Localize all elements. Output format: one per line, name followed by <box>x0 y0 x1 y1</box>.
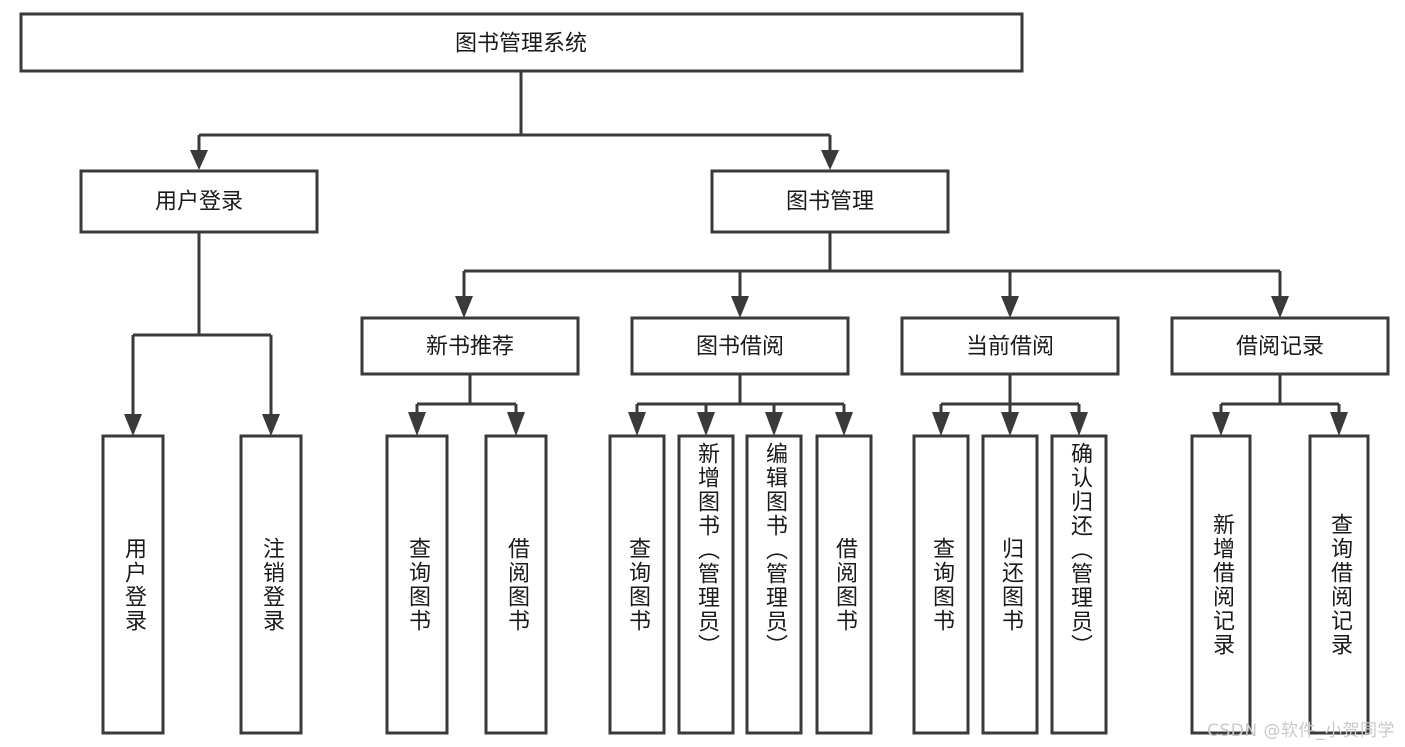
node-borrow-record[interactable]: 借阅记录 <box>1170 316 1390 376</box>
arrow-head-icon <box>1001 412 1019 436</box>
arrow-head-icon <box>1212 412 1230 436</box>
leaf-user-logout-box[interactable] <box>239 434 303 735</box>
arrow-head-icon <box>821 150 839 170</box>
node-book-borrow[interactable]: 图书借阅 <box>630 316 850 376</box>
leaf-borrow-book-2-box[interactable] <box>815 434 873 735</box>
node-new-book-rec[interactable]: 新书推荐 <box>360 316 580 376</box>
arrow-head-icon <box>455 296 473 318</box>
arrow-head-icon <box>1330 412 1348 436</box>
node-book-manage-label: 图书管理 <box>786 190 874 215</box>
leaf-add-record-box[interactable] <box>1190 434 1252 735</box>
connector-bookmanage-to-level2 <box>455 232 1289 318</box>
node-current-borrow-label: 当前借阅 <box>966 335 1054 360</box>
node-root[interactable]: 图书管理系统 <box>19 12 1024 73</box>
arrow-head-icon <box>262 414 280 436</box>
connector-newbook-to-leaves <box>408 374 525 436</box>
arrow-head-icon <box>731 296 749 318</box>
node-book-borrow-label: 图书借阅 <box>696 335 784 360</box>
leaf-query-book-2-box[interactable] <box>608 434 666 735</box>
node-book-manage[interactable]: 图书管理 <box>710 169 950 234</box>
leaf-return-book-box[interactable] <box>981 434 1039 735</box>
node-current-borrow[interactable]: 当前借阅 <box>900 316 1120 376</box>
node-book-borrow-box[interactable] <box>630 316 850 376</box>
node-user-login-box[interactable] <box>79 169 319 234</box>
arrow-head-icon <box>765 412 783 436</box>
arrow-head-icon <box>1271 296 1289 318</box>
connector-borrowrecord-to-leaves <box>1212 374 1348 436</box>
leaf-user-login-box[interactable] <box>101 434 165 735</box>
node-new-book-rec-label: 新书推荐 <box>426 335 514 360</box>
leaf-edit-book-box[interactable] <box>745 434 803 735</box>
node-current-borrow-box[interactable] <box>900 316 1120 376</box>
connector-bookborrow-to-leaves <box>628 374 853 436</box>
arrow-head-icon <box>1070 412 1088 436</box>
node-borrow-record-box[interactable] <box>1170 316 1390 376</box>
node-user-login-label: 用户登录 <box>155 190 243 215</box>
arrow-head-icon <box>1001 296 1019 318</box>
node-root-box[interactable] <box>19 12 1024 73</box>
arrow-head-icon <box>697 412 715 436</box>
leaf-add-book-box[interactable] <box>677 434 735 735</box>
arrow-head-icon <box>190 150 208 170</box>
node-borrow-record-label: 借阅记录 <box>1236 335 1324 360</box>
node-user-login[interactable]: 用户登录 <box>79 169 319 234</box>
arrow-head-icon <box>932 412 950 436</box>
leaf-boxes <box>101 434 1370 735</box>
leaf-borrow-book-1-box[interactable] <box>484 434 548 735</box>
node-new-book-rec-box[interactable] <box>360 316 580 376</box>
arrow-head-icon <box>628 412 646 436</box>
connector-root-to-level1 <box>190 71 839 170</box>
arrow-head-icon <box>124 414 142 436</box>
node-book-manage-box[interactable] <box>710 169 950 234</box>
leaf-confirm-return-box[interactable] <box>1050 434 1108 735</box>
arrow-head-icon <box>507 412 525 436</box>
csdn-watermark: CSDN @软件_小贺同学 <box>1207 721 1395 741</box>
leaf-query-book-3-box[interactable] <box>912 434 970 735</box>
connector-userlogin-to-leaves <box>124 232 280 436</box>
connector-currentborrow-to-leaves <box>932 374 1088 436</box>
arrow-head-icon <box>408 412 426 436</box>
node-root-label: 图书管理系统 <box>455 32 587 57</box>
leaf-query-record-box[interactable] <box>1308 434 1370 735</box>
leaf-query-book-1-box[interactable] <box>385 434 449 735</box>
arrow-head-icon <box>835 412 853 436</box>
